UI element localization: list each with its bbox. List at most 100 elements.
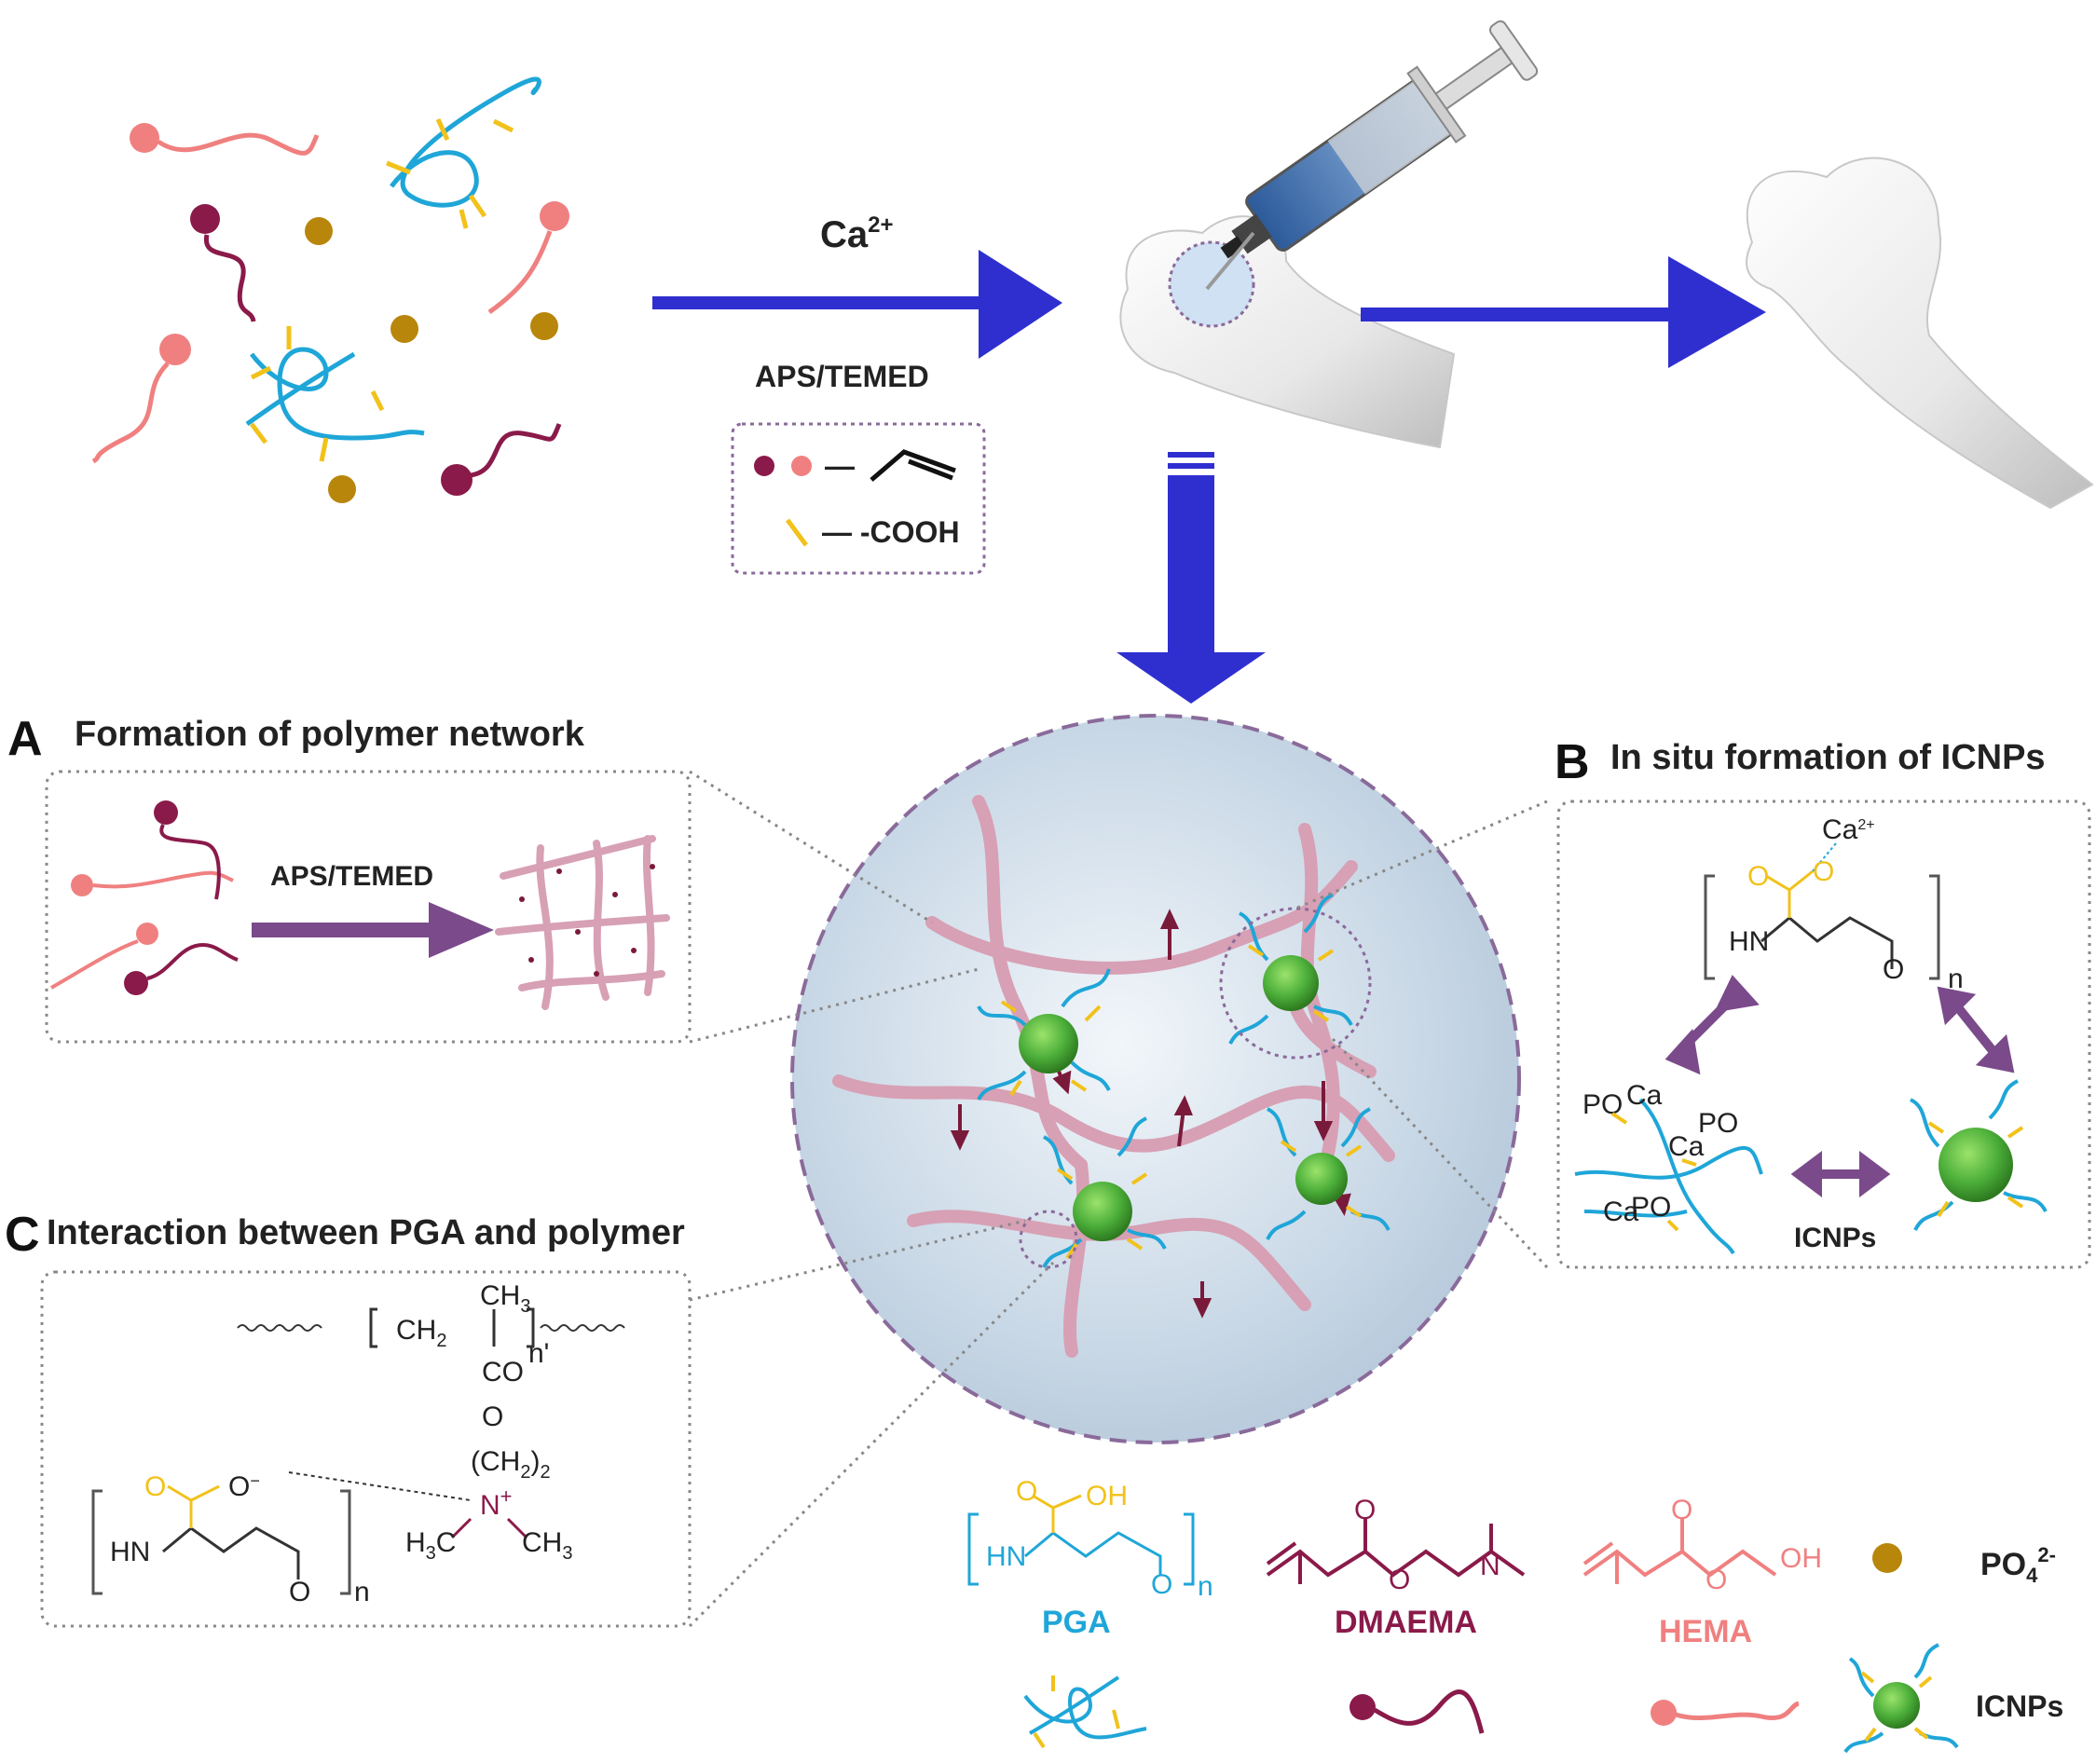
legend-icnps-label: ICNPs: [1976, 1689, 2063, 1723]
dmaema-h3c: H3C: [405, 1527, 456, 1564]
legend-po4-label: PO42-: [1980, 1543, 2056, 1587]
po4-dot: [305, 217, 333, 245]
panel-c-title: Interaction between PGA and polymer: [47, 1213, 685, 1252]
legend-dmaema-label: DMAEMA: [1335, 1605, 1477, 1640]
legend: OH O HN O n PGA O O N DMAEMA: [967, 1476, 2063, 1754]
ion-ca: Ca: [1626, 1080, 1663, 1111]
symbol-key-box: — — -COOH: [731, 422, 986, 575]
legend-pga: OH O HN O n PGA: [967, 1476, 1213, 1749]
interaction-highlight-ring: [1019, 1210, 1078, 1269]
zoom-connector-lines: [688, 770, 1549, 1628]
legend-dmaema-o2: O: [1389, 1565, 1410, 1595]
legend-icnps: ICNPs: [1843, 1643, 2063, 1754]
cooh-key-label: — -COOH: [822, 515, 960, 549]
dmaema-ch2-2: (CH2)2: [471, 1446, 551, 1483]
legend-dmaema: O O N DMAEMA: [1266, 1495, 1526, 1734]
pga-ion-complex: PO Ca Ca PO Ca PO: [1574, 1080, 1763, 1255]
hema-chain: [50, 923, 158, 990]
pga-carboxylate-o: O: [1813, 856, 1834, 887]
dmaema-ch3-right: CH3: [522, 1527, 572, 1564]
panel-b-title: In situ formation of ICNPs: [1610, 738, 2046, 777]
initiator-label: APS/TEMED: [755, 360, 929, 393]
dmaema-chain: [124, 943, 239, 995]
key-dash: —: [825, 449, 855, 483]
dmaema-ch3-top: CH3: [480, 1280, 530, 1317]
dmaema-ch2: CH2: [396, 1315, 446, 1351]
pga-repeat-unit: O O Ca2+ HN O n: [1704, 814, 1964, 994]
pga-tangle: [386, 76, 541, 229]
hema-chain: [91, 334, 191, 464]
icnp-particle: [1042, 1116, 1167, 1268]
po4-dot: [328, 475, 356, 503]
pga-carboxylate-o: O−: [228, 1471, 260, 1502]
bone-with-defect: [1119, 215, 1456, 449]
legend-hema-o2: O: [1706, 1565, 1727, 1595]
ion-ca: Ca: [1603, 1197, 1639, 1227]
icnp-particle: [977, 968, 1111, 1101]
ion-po4: PO: [1698, 1108, 1738, 1139]
hydrogel-zoom-circle: [790, 714, 1521, 1444]
pga-tangle: [245, 326, 425, 462]
panel-b-icnps-label: ICNPs: [1794, 1223, 1876, 1253]
icnp-particle: [1266, 1107, 1390, 1240]
crosslinked-network-icon: [495, 835, 670, 1010]
icnp-particle: [1909, 1079, 2048, 1231]
precursor-mixture: [91, 76, 569, 503]
dmaema-chain: [441, 423, 562, 496]
dmaema-end-dot: [754, 456, 774, 476]
panel-a-arrow-label: APS/TEMED: [270, 861, 433, 892]
panel-b-letter: B: [1555, 735, 1590, 789]
pga-n: n: [354, 1577, 370, 1607]
legend-pga-o2: O: [1151, 1569, 1172, 1600]
ca-ion-label: Ca2+: [820, 212, 894, 255]
hema-chain: [71, 870, 234, 896]
panel-a-letter: A: [7, 712, 43, 766]
legend-pga-n: n: [1198, 1571, 1213, 1602]
vinyl-bond-icon: [870, 449, 956, 482]
dmaema-co: CO: [482, 1357, 524, 1388]
icnp-highlight-ring: [1219, 907, 1372, 1060]
ion-ca: Ca: [1668, 1131, 1705, 1162]
healed-bone: [1746, 157, 2094, 510]
pga-carbonyl-o: O: [1747, 861, 1769, 892]
network-charge-arrows: [519, 864, 655, 977]
legend-hema: O O OH HEMA: [1582, 1495, 1822, 1726]
po4-dot: [530, 312, 558, 340]
hema-end-dot: [791, 456, 812, 476]
legend-pga-o: O: [1016, 1476, 1037, 1507]
panel-a-box: APS/TEMED: [45, 770, 692, 1044]
legend-dmaema-o: O: [1354, 1495, 1376, 1525]
po4-dot: [390, 315, 418, 343]
syringe-icon: [1220, 20, 1539, 259]
legend-pga-oh: OH: [1086, 1481, 1128, 1511]
legend-hema-o: O: [1671, 1495, 1692, 1525]
zoom-down-arrow: [1116, 452, 1266, 704]
equilibrium-arrows: [1664, 975, 2015, 1197]
ion-po4: PO: [1631, 1192, 1671, 1223]
reaction-arrow-1: [652, 250, 1062, 359]
legend-dmaema-symbol: [1349, 1689, 1485, 1734]
network-charge-arrows: [950, 909, 1351, 1319]
pga-carbonyl-o: O: [144, 1471, 166, 1502]
panel-b-ca-label: Ca2+: [1822, 814, 1875, 845]
pga-hn: HN: [1729, 926, 1769, 957]
legend-hema-oh: OH: [1780, 1543, 1822, 1574]
legend-hema-label: HEMA: [1659, 1614, 1752, 1649]
legend-pga-symbol: [1023, 1675, 1147, 1749]
pga-hn: HN: [110, 1537, 150, 1567]
dmaema-chain: [154, 800, 221, 900]
ionic-interaction-line: [288, 1471, 472, 1501]
dmaema-chain: [190, 204, 256, 322]
panel-c-box: CH3 CH2 CO n' O (CH2)2 N+ H3C CH3 O O− H…: [40, 1270, 692, 1628]
polymerization-arrow: [252, 902, 494, 958]
legend-hema-symbol: [1651, 1700, 1800, 1726]
pga-o: O: [1883, 954, 1904, 985]
cooh-mark-icon: [785, 518, 809, 547]
legend-pga-label: PGA: [1042, 1605, 1111, 1640]
legend-pga-hn: HN: [986, 1541, 1026, 1572]
panel-c-letter: C: [5, 1208, 40, 1262]
legend-po4: PO42-: [1872, 1543, 2056, 1587]
dmaema-n-plus: N+: [480, 1484, 513, 1521]
injection-needle: [1205, 231, 1255, 291]
